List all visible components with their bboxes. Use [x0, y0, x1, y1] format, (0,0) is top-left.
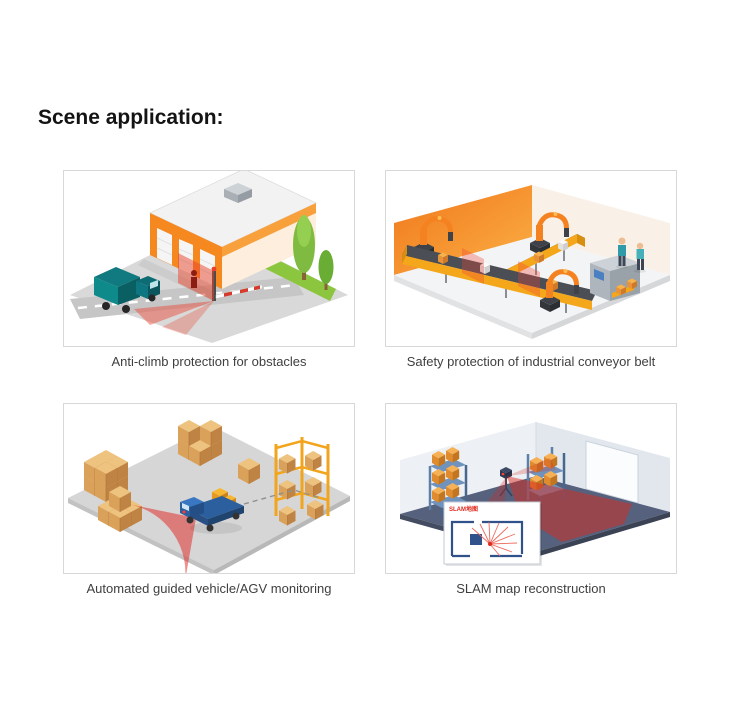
slam-illustration: SLAM地图	[400, 422, 670, 566]
scene-caption-anti-climb: Anti-climb protection for obstacles	[111, 354, 307, 369]
sorting-machine	[590, 255, 640, 301]
agv-illustration	[68, 419, 350, 573]
robot-arm-back-center	[530, 212, 569, 255]
scene-caption-agv: Automated guided vehicle/AGV monitoring	[86, 581, 332, 596]
lidar-scan-sector	[128, 504, 196, 573]
scene-agv: Automated guided vehicle/AGV monitoring	[63, 403, 355, 596]
slam-map-inset: SLAM地图	[443, 501, 542, 566]
slam-inset-label: SLAM地图	[449, 505, 478, 513]
conveyor-illustration	[394, 185, 670, 339]
conveyor-image	[385, 170, 677, 347]
scene-caption-slam: SLAM map reconstruction	[456, 581, 606, 596]
barrier-gate	[215, 284, 263, 299]
agv-image	[63, 403, 355, 574]
slam-image: SLAM地图	[385, 403, 677, 574]
trees	[293, 215, 334, 290]
truck	[94, 267, 160, 313]
lawn	[258, 253, 336, 301]
workers	[616, 237, 646, 273]
safety-light-curtains	[462, 248, 540, 297]
laser-curtain	[134, 253, 217, 335]
slam-scan-rays	[471, 521, 518, 557]
agv-vehicle	[180, 488, 244, 534]
scene-caption-conveyor: Safety protection of industrial conveyor…	[406, 354, 656, 369]
pallet-rack	[274, 437, 330, 526]
anti-climb-image	[63, 170, 355, 347]
scene-conveyor-safety: Safety protection of industrial conveyor…	[385, 170, 677, 369]
scene-anti-climb: Anti-climb protection for obstacles	[63, 170, 355, 369]
scene-slam: SLAM地图	[385, 403, 677, 596]
robot-arm-front	[540, 269, 579, 312]
anti-climb-illustration	[70, 171, 348, 343]
section-heading: Scene application:	[38, 106, 224, 129]
